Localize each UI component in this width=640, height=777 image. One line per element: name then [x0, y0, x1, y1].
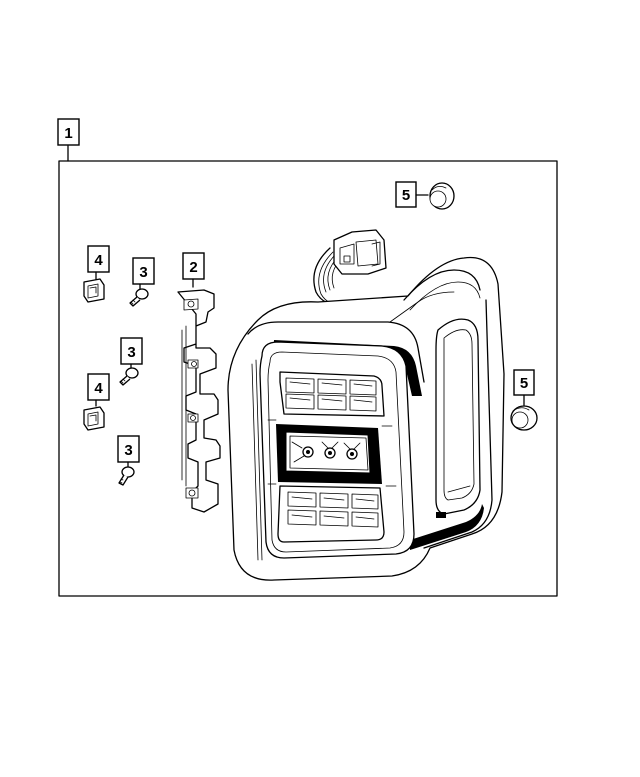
callout-4-bottom: 4 [87, 373, 110, 407]
callout-2: 2 [182, 252, 205, 288]
svg-text:3: 3 [139, 264, 147, 281]
tail-lamp-assembly [227, 229, 505, 581]
grommet-top [429, 182, 455, 210]
assembly-frame [58, 145, 558, 597]
callout-5-right: 5 [513, 369, 535, 406]
center-led-band [276, 424, 382, 484]
grommet-right [510, 405, 538, 431]
svg-text:5: 5 [402, 187, 410, 204]
svg-text:1: 1 [64, 125, 72, 142]
svg-text:4: 4 [94, 380, 103, 397]
svg-text:2: 2 [189, 259, 197, 276]
wiring-connector [333, 229, 387, 275]
callout-3-top: 3 [132, 257, 155, 292]
svg-text:5: 5 [520, 375, 528, 392]
clip-top [83, 278, 105, 303]
callout-3-bottom: 3 [117, 435, 140, 469]
screw-bottom [118, 466, 135, 486]
callout-4-top: 4 [87, 245, 110, 280]
upper-led-module [279, 371, 385, 417]
svg-text:4: 4 [94, 252, 103, 269]
clip-bottom [83, 406, 105, 431]
screw-middle [119, 367, 139, 386]
lower-led-module [277, 485, 385, 543]
callout-1: 1 [57, 118, 80, 146]
svg-text:3: 3 [124, 442, 132, 459]
callout-3-middle: 3 [120, 337, 143, 370]
screw-top [129, 288, 149, 307]
lamp-side-lens [435, 318, 481, 515]
callout-5-top: 5 [395, 181, 429, 208]
svg-text:3: 3 [127, 344, 135, 361]
mounting-bracket [177, 289, 221, 513]
